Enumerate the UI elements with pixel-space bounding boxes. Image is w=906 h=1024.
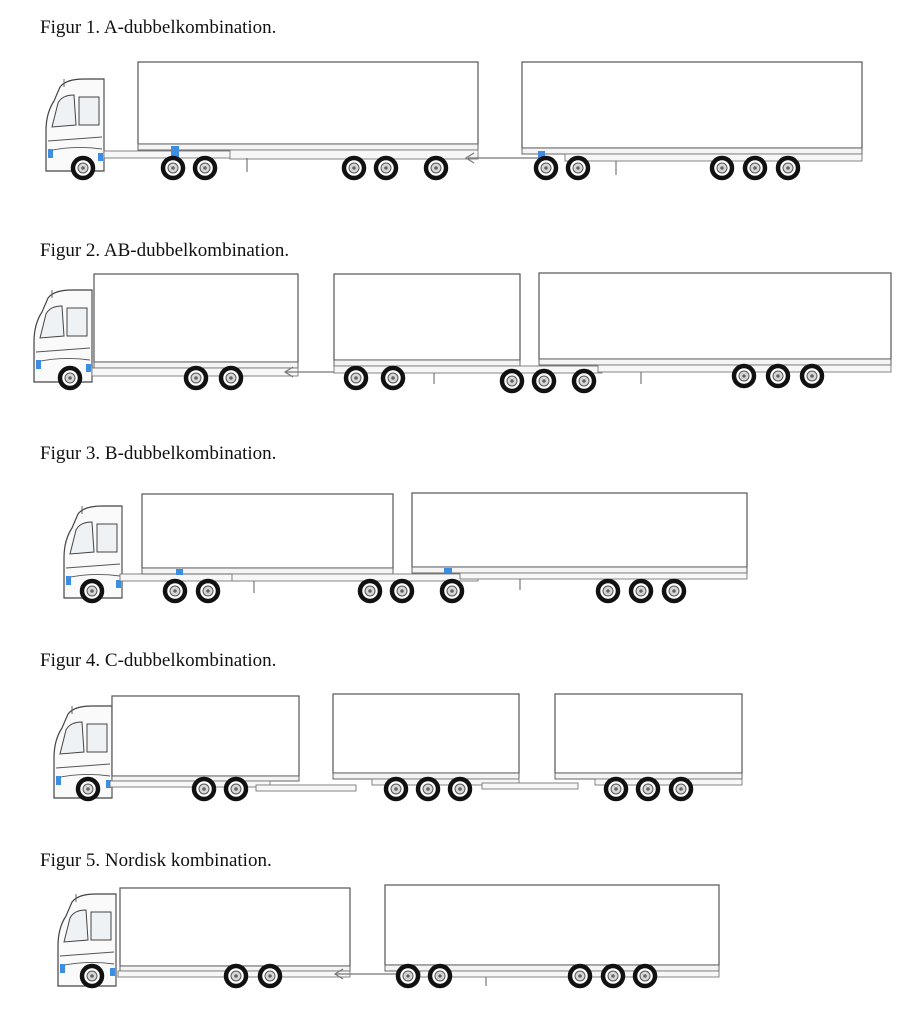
rigid-truck-body xyxy=(111,695,300,777)
figure-4-drawing xyxy=(53,693,743,799)
figure-caption-5: Figur 5. Nordisk kombination. xyxy=(40,850,272,871)
semitrailer-body xyxy=(137,61,479,145)
figure-1-drawing xyxy=(45,61,863,178)
full-trailer-body xyxy=(384,884,720,966)
semitrailer-body xyxy=(141,493,394,569)
figure-caption-4: Figur 4. C-dubbelkombination. xyxy=(40,650,277,671)
figure-2-drawing xyxy=(33,272,892,391)
link-trailer-body xyxy=(411,492,748,568)
drawbar xyxy=(255,784,357,792)
link-trailer-body xyxy=(538,272,892,360)
figure-caption-2: Figur 2. AB-dubbelkombination. xyxy=(40,240,290,261)
semitrailer-deck xyxy=(137,143,479,151)
dolly-trailer-body xyxy=(521,61,863,149)
rigid-truck-body xyxy=(93,273,299,363)
figure-caption-3: Figur 3. B-dubbelkombination. xyxy=(40,443,277,464)
second-trailer-body xyxy=(332,693,520,774)
third-trailer-body xyxy=(554,693,743,774)
figure-caption-1: Figur 1. A-dubbelkombination. xyxy=(40,17,277,38)
figure-5-drawing xyxy=(57,884,720,986)
truck-cab xyxy=(45,78,105,172)
drawbar xyxy=(481,782,579,790)
rigid-truck-body xyxy=(119,887,351,967)
dolly-trailer-body xyxy=(333,273,521,361)
figure-3-drawing xyxy=(63,492,748,601)
